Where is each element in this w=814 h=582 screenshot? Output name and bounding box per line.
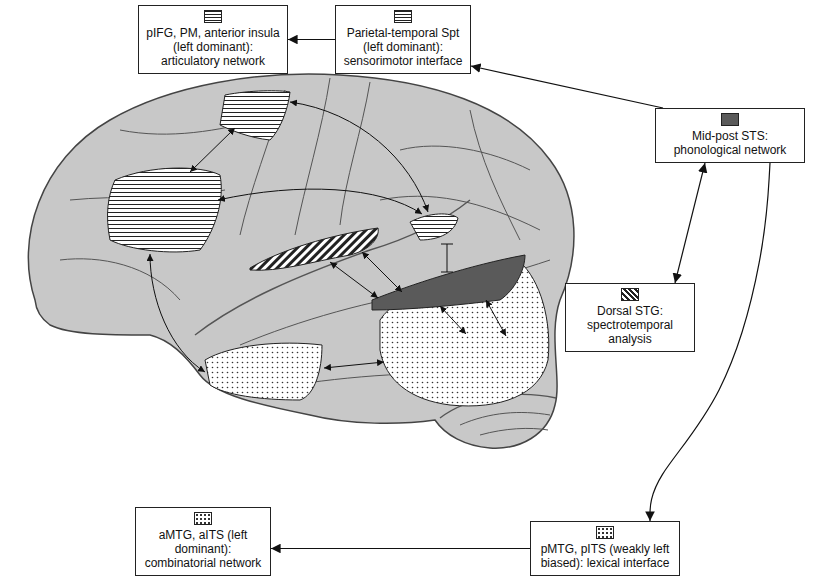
sulcus-line — [400, 146, 530, 170]
region-arrow — [330, 262, 378, 298]
region-label: Dorsal STG: spectrotemporal analysis — [571, 304, 689, 346]
sylvian-fissure — [195, 200, 470, 335]
region-box: pIFG, PM, anterior insula (left dominant… — [138, 5, 288, 74]
region-label: aMTG, aITS (left dominant): combinatoria… — [141, 528, 265, 570]
sulcus-line — [120, 120, 260, 134]
cerebellum-line — [440, 394, 556, 418]
cerebellum-folia — [480, 428, 548, 435]
pm-region — [220, 91, 290, 140]
pattern-swatch — [204, 10, 222, 23]
region-label: Mid-post STS: phonological network — [661, 129, 799, 157]
sulcus-line — [295, 78, 330, 235]
region-label: pIFG, PM, anterior insula (left dominant… — [144, 26, 282, 68]
sulcus-line — [60, 259, 180, 300]
sulcus-line — [470, 110, 520, 240]
region-label: pMTG, pITS (weakly left biased): lexical… — [536, 542, 674, 570]
sulcus-line — [70, 190, 225, 200]
cerebellum-folia — [460, 412, 550, 425]
brain-arrows — [150, 102, 506, 372]
region-arrow — [362, 252, 402, 292]
region-tbar — [441, 244, 453, 272]
pattern-swatch — [621, 288, 639, 301]
pattern-swatch — [596, 526, 614, 539]
sulcus-line — [380, 196, 540, 230]
pattern-swatch — [721, 113, 739, 126]
region-box: pMTG, pITS (weakly left biased): lexical… — [530, 521, 680, 576]
amtg-region — [205, 343, 322, 400]
region-arrow — [486, 300, 506, 336]
sts-region — [372, 255, 525, 310]
region-arrow — [150, 254, 205, 372]
region-label: Parietal-temporal Spt (left dominant): s… — [341, 26, 465, 68]
connector-arrow — [675, 163, 705, 283]
sulcus-line — [340, 82, 370, 225]
brain-outline — [28, 74, 574, 448]
sulcus-line — [260, 374, 470, 390]
region-arrow — [324, 362, 384, 368]
region-arrow — [190, 128, 235, 172]
region-arrow — [290, 102, 428, 212]
connector-arrow — [271, 548, 530, 549]
region-box: Dorsal STG: spectrotemporal analysis — [565, 283, 695, 352]
region-arrow — [218, 189, 422, 214]
connector-arrow — [288, 39, 335, 40]
pattern-swatch — [194, 512, 212, 525]
region-box: Mid-post STS: phonological network — [655, 108, 805, 163]
sulcus-line — [240, 90, 285, 235]
brain-regions — [108, 91, 549, 406]
pmtg-region — [380, 262, 549, 406]
dorsal-stg-region — [250, 228, 378, 270]
sulcus-line — [240, 260, 550, 345]
pifg-region — [108, 168, 222, 252]
region-box: Parietal-temporal Spt (left dominant): s… — [335, 5, 471, 74]
connector-arrow — [471, 66, 663, 108]
pattern-swatch — [394, 10, 412, 23]
spt-region — [410, 214, 458, 240]
region-box: aMTG, aITS (left dominant): combinatoria… — [135, 507, 271, 576]
brain-sulci — [60, 78, 556, 435]
region-arrow — [440, 306, 466, 334]
